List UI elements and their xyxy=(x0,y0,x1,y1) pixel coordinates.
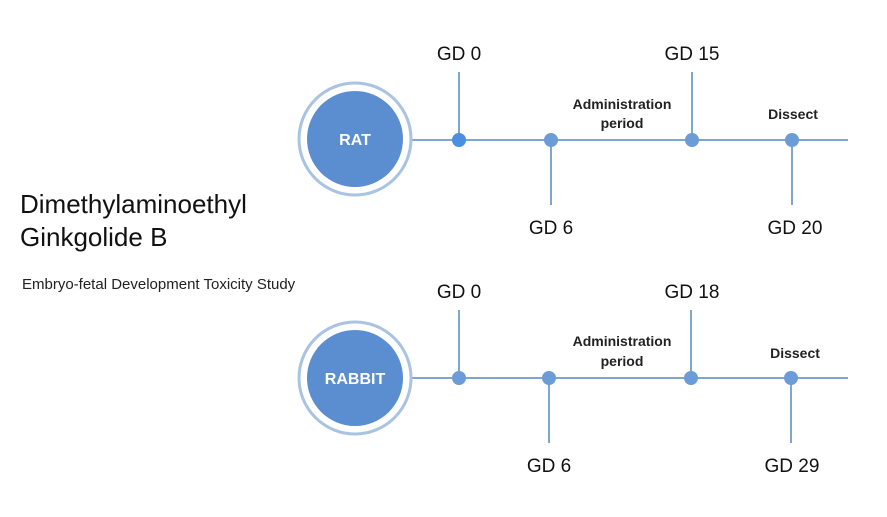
rat-gd0-dot xyxy=(452,133,466,147)
rabbit-dissect-label: Dissect xyxy=(770,345,820,361)
rat-dissect-label: Dissect xyxy=(768,106,818,122)
rabbit-gd29-label: GD 29 xyxy=(765,456,820,477)
rat-gd20-label: GD 20 xyxy=(768,218,823,239)
rabbit-admin-label-2: period xyxy=(601,353,644,369)
rabbit-gd29-dot xyxy=(784,371,798,385)
title-line-1: Dimethylaminoethyl xyxy=(20,189,247,219)
rabbit-gd6-dot xyxy=(542,371,556,385)
rat-node-ring xyxy=(297,81,413,197)
study-title: Dimethylaminoethyl Ginkgolide B xyxy=(20,188,247,254)
rabbit-timeline: RABBIT GD 0 GD 6 GD 18 Administration pe… xyxy=(297,282,848,477)
rat-gd20-dot xyxy=(785,133,799,147)
rabbit-gd0-dot xyxy=(452,371,466,385)
rat-gd15-dot xyxy=(685,133,699,147)
rat-admin-label-2: period xyxy=(601,115,644,131)
rat-gd0-label: GD 0 xyxy=(437,44,481,65)
rabbit-gd0-label: GD 0 xyxy=(437,282,481,303)
rabbit-node-label: RABBIT xyxy=(325,371,386,388)
rat-node-label: RAT xyxy=(339,132,371,149)
rabbit-gd6-label: GD 6 xyxy=(527,456,571,477)
rat-gd6-label: GD 6 xyxy=(529,218,573,239)
rat-admin-label-1: Administration xyxy=(573,96,672,112)
rabbit-gd18-dot xyxy=(684,371,698,385)
rabbit-node-ring xyxy=(297,320,413,436)
rat-node xyxy=(307,91,403,187)
rat-timeline: RAT GD 0 GD 6 GD 15 Administration perio… xyxy=(297,44,848,239)
study-subtitle: Embryo-fetal Development Toxicity Study xyxy=(22,276,296,293)
rabbit-admin-label-1: Administration xyxy=(573,333,672,349)
rat-gd6-dot xyxy=(544,133,558,147)
rabbit-node xyxy=(307,330,403,426)
rat-gd15-label: GD 15 xyxy=(665,44,720,65)
rabbit-gd18-label: GD 18 xyxy=(665,282,720,303)
title-line-2: Ginkgolide B xyxy=(20,222,168,252)
